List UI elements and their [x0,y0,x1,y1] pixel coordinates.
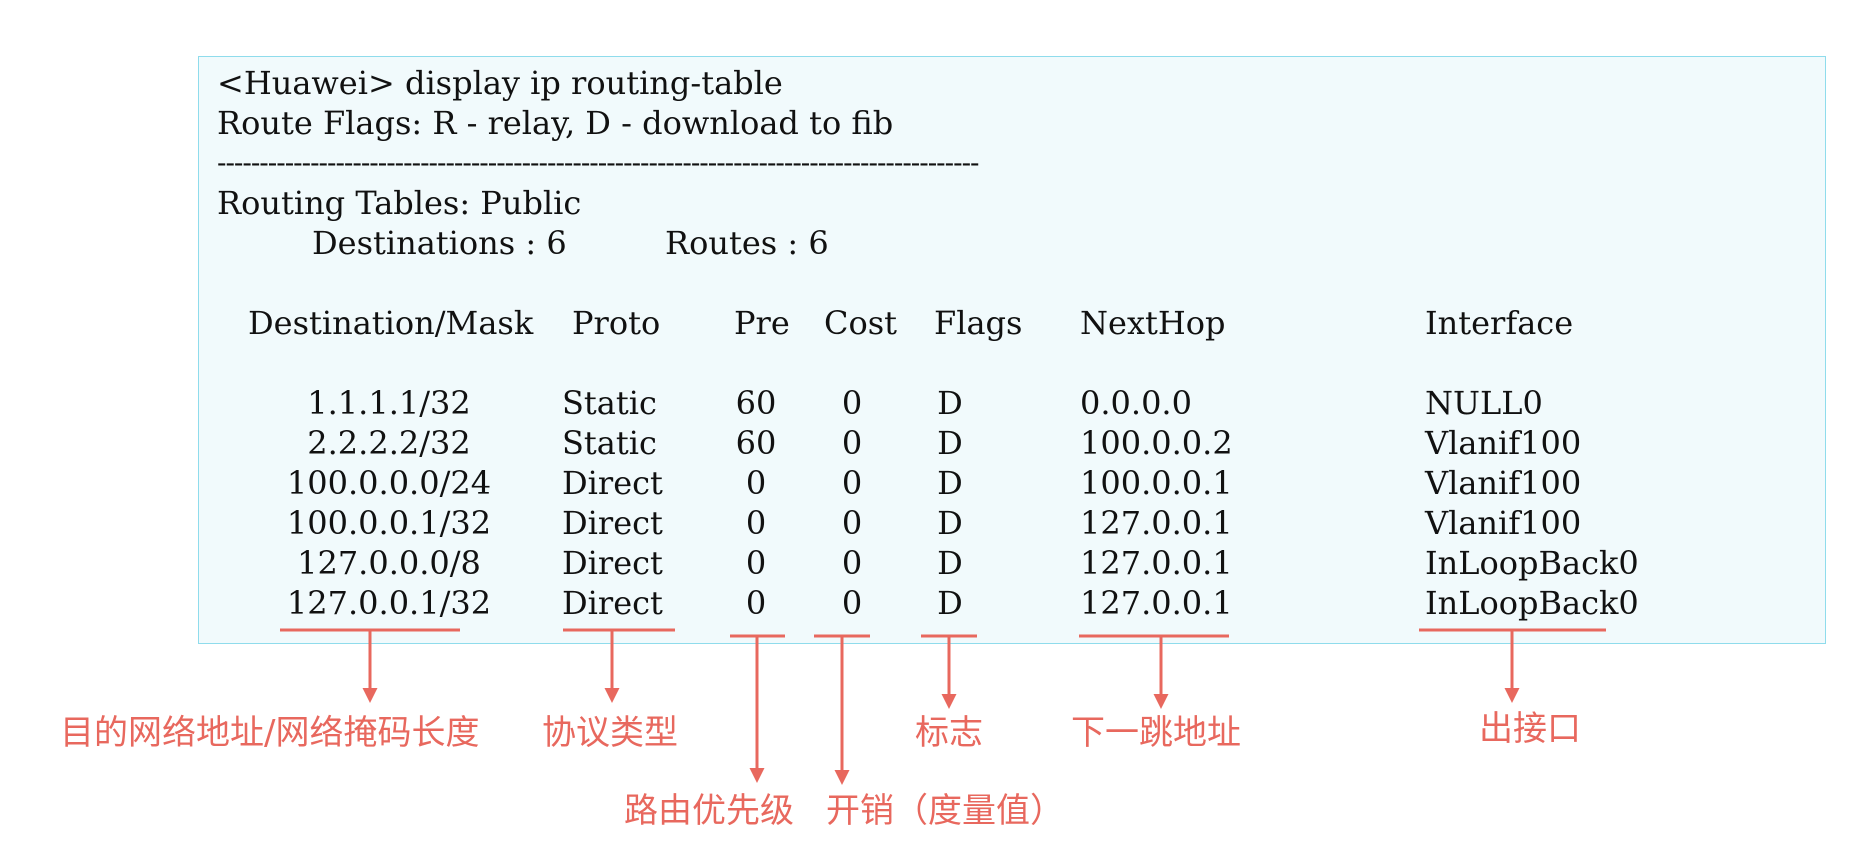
row-4-interface: Vlanif100 [1425,504,1582,542]
header-nexthop: NextHop [1080,304,1226,342]
row-2-destination: 2.2.2.2/32 [307,424,471,462]
row-5-proto: Direct [562,544,663,582]
row-6-interface: InLoopBack0 [1425,584,1639,622]
row-4-flags: D [937,504,963,542]
row-1-interface: NULL0 [1425,384,1543,422]
header-interface: Interface [1425,304,1574,342]
row-3-proto: Direct [562,464,663,502]
row-6-destination: 127.0.0.1/32 [286,584,492,622]
row-4-nexthop: 127.0.0.1 [1080,504,1233,542]
annotation-pre: 路由优先级 [624,791,794,831]
row-3-cost: 0 [841,464,863,502]
header-cost: Cost [824,304,898,342]
row-1-pre: 60 [735,384,777,422]
header-destination: Destination/Mask [248,304,534,342]
row-3-pre: 0 [745,464,767,502]
row-1-proto: Static [562,384,657,422]
annotation-flags: 标志 [915,713,983,753]
row-4-cost: 0 [841,504,863,542]
row-6-cost: 0 [841,584,863,622]
row-3-nexthop: 100.0.0.1 [1080,464,1233,502]
row-2-cost: 0 [841,424,863,462]
row-5-flags: D [937,544,963,582]
row-2-proto: Static [562,424,657,462]
row-5-nexthop: 127.0.0.1 [1080,544,1233,582]
annotation-cost: 开销（度量值） [826,791,1064,831]
separator-line: ----------------------------------------… [217,146,979,179]
row-5-destination: 127.0.0.0/8 [297,544,481,582]
row-3-interface: Vlanif100 [1425,464,1582,502]
routes-count: Routes : 6 [665,224,829,262]
destinations-count: Destinations : 6 [312,224,567,262]
row-3-destination: 100.0.0.0/24 [286,464,492,502]
annotation-nexthop: 下一跳地址 [1071,713,1241,753]
annotation-interface: 出接口 [1479,709,1581,749]
row-3-flags: D [937,464,963,502]
row-1-cost: 0 [841,384,863,422]
row-1-nexthop: 0.0.0.0 [1080,384,1192,422]
row-6-nexthop: 127.0.0.1 [1080,584,1233,622]
row-6-flags: D [937,584,963,622]
row-4-pre: 0 [745,504,767,542]
row-2-interface: Vlanif100 [1425,424,1582,462]
row-6-proto: Direct [562,584,663,622]
header-pre: Pre [734,304,790,342]
header-flags: Flags [934,304,1023,342]
route-flags-legend: Route Flags: R - relay, D - download to … [217,104,894,142]
routing-tables-label: Routing Tables: Public [217,184,582,222]
row-5-interface: InLoopBack0 [1425,544,1639,582]
annotation-proto: 协议类型 [542,713,678,753]
command-line: <Huawei> display ip routing-table [217,64,783,102]
row-2-nexthop: 100.0.0.2 [1080,424,1233,462]
row-5-cost: 0 [841,544,863,582]
row-2-pre: 60 [735,424,777,462]
row-1-flags: D [937,384,963,422]
row-4-destination: 100.0.0.1/32 [286,504,492,542]
routing-table-terminal [198,56,1826,644]
annotation-destination: 目的网络地址/网络掩码长度 [60,713,480,753]
row-1-destination: 1.1.1.1/32 [307,384,471,422]
row-4-proto: Direct [562,504,663,542]
row-2-flags: D [937,424,963,462]
header-proto: Proto [572,304,661,342]
row-6-pre: 0 [745,584,767,622]
row-5-pre: 0 [745,544,767,582]
